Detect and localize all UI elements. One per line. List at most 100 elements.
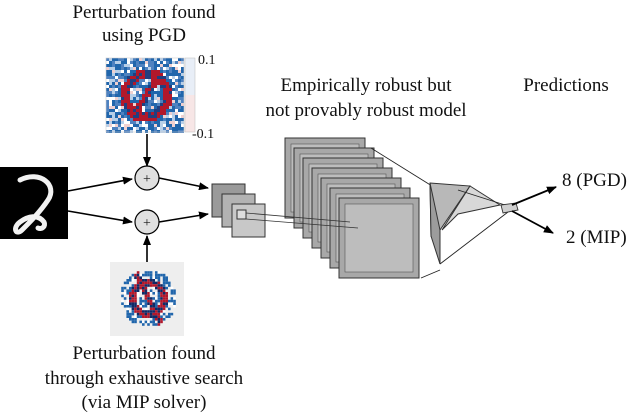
pgd-pixel bbox=[160, 103, 163, 106]
pgd-pixel bbox=[127, 64, 130, 67]
pgd-pixel bbox=[163, 82, 166, 85]
pgd-pixel bbox=[175, 82, 178, 85]
pgd-pixel bbox=[172, 67, 175, 70]
pgd-pixel bbox=[151, 79, 154, 82]
pgd-pixel bbox=[115, 124, 118, 127]
pgd-pixel bbox=[142, 103, 145, 106]
mip-pixel bbox=[144, 312, 148, 316]
pgd-pixel bbox=[178, 130, 181, 133]
mip-pixel bbox=[129, 286, 132, 290]
pgd-pixel bbox=[139, 64, 142, 67]
mip-pixel bbox=[134, 305, 137, 308]
pgd-pixel bbox=[172, 112, 175, 115]
pgd-pixel bbox=[172, 61, 175, 64]
top-perturbation-label-line2: using PGD bbox=[102, 25, 186, 46]
mip-pixel bbox=[123, 297, 127, 300]
pgd-pixel bbox=[121, 88, 124, 91]
pgd-pixel bbox=[133, 82, 136, 85]
upper-adder: + bbox=[134, 165, 160, 191]
pgd-pixel bbox=[124, 127, 127, 130]
pgd-pixel bbox=[106, 112, 109, 115]
mip-pixel bbox=[149, 299, 153, 303]
pgd-pixel bbox=[130, 67, 133, 70]
pgd-pixel bbox=[130, 76, 133, 79]
pgd-pixel bbox=[112, 97, 115, 100]
pgd-pixel bbox=[118, 82, 121, 85]
mip-pixel bbox=[129, 279, 132, 282]
pgd-pixel bbox=[145, 124, 148, 127]
mip-pixel bbox=[155, 310, 158, 313]
pgd-pixel bbox=[130, 79, 133, 82]
mip-pixel bbox=[162, 318, 166, 321]
mip-pixel bbox=[162, 292, 166, 295]
pgd-pixel bbox=[124, 58, 127, 61]
mip-pixel bbox=[147, 302, 150, 305]
mip-pixel bbox=[131, 286, 135, 290]
pgd-pixel bbox=[130, 85, 133, 88]
mip-pixel bbox=[136, 273, 140, 277]
pgd-pixel bbox=[178, 103, 181, 106]
pgd-pixel bbox=[154, 115, 157, 118]
pgd-pixel bbox=[181, 67, 184, 70]
pgd-pixel bbox=[169, 58, 172, 61]
pgd-pixel bbox=[154, 97, 157, 100]
pgd-pixel bbox=[130, 103, 133, 106]
pgd-pixel bbox=[166, 76, 169, 79]
pgd-pixel bbox=[163, 97, 166, 100]
mip-pixel bbox=[139, 310, 142, 313]
pgd-pixel bbox=[172, 85, 175, 88]
pgd-pixel bbox=[106, 127, 109, 130]
pgd-pixel bbox=[178, 58, 181, 61]
mip-pixel bbox=[149, 302, 153, 305]
pgd-pixel bbox=[118, 118, 121, 121]
pgd-pixel bbox=[109, 88, 112, 91]
pgd-pixel bbox=[163, 112, 166, 115]
pgd-pixel bbox=[124, 106, 127, 109]
pgd-pixel bbox=[118, 76, 121, 79]
prediction-mip: 2 (MIP) bbox=[566, 227, 627, 248]
pgd-pixel bbox=[115, 70, 118, 73]
pgd-pixel bbox=[127, 79, 130, 82]
pgd-pixel bbox=[106, 88, 109, 91]
mip-perturbation-heatmap bbox=[121, 271, 176, 326]
pgd-pixel bbox=[112, 127, 115, 130]
mip-pixel bbox=[165, 294, 168, 298]
pgd-pixel bbox=[160, 85, 163, 88]
pgd-pixel bbox=[121, 130, 124, 133]
mip-pixel bbox=[157, 271, 161, 274]
pgd-pixel bbox=[175, 85, 178, 88]
mip-pixel bbox=[134, 320, 137, 324]
pgd-pixel bbox=[118, 106, 121, 109]
mip-pixel bbox=[129, 299, 132, 303]
pgd-pixel bbox=[148, 118, 151, 121]
pgd-pixel bbox=[133, 100, 136, 103]
pgd-pixel bbox=[112, 73, 115, 76]
mip-pixel bbox=[162, 302, 166, 305]
pgd-pixel bbox=[175, 61, 178, 64]
pgd-pixel bbox=[148, 67, 151, 70]
pgd-pixel bbox=[151, 88, 154, 91]
funnel-line-upper bbox=[370, 147, 433, 187]
mip-pixel bbox=[160, 310, 163, 313]
pgd-pixel bbox=[139, 103, 142, 106]
pgd-pixel bbox=[106, 70, 109, 73]
mip-pixel bbox=[160, 292, 163, 295]
pgd-pixel bbox=[130, 58, 133, 61]
pgd-pixel bbox=[181, 97, 184, 100]
pgd-pixel bbox=[109, 70, 112, 73]
pgd-pixel bbox=[130, 97, 133, 100]
pgd-pixel bbox=[172, 73, 175, 76]
pgd-pixel bbox=[142, 79, 145, 82]
mip-pixel bbox=[142, 315, 145, 318]
pgd-pixel bbox=[166, 70, 169, 73]
pgd-pixel bbox=[172, 97, 175, 100]
pgd-pixel bbox=[121, 82, 124, 85]
pgd-pixel bbox=[130, 61, 133, 64]
mip-pixel bbox=[134, 318, 137, 321]
pgd-pixel bbox=[133, 109, 136, 112]
mip-pixel bbox=[149, 271, 153, 274]
mip-pixel bbox=[149, 297, 153, 300]
pgd-pixel bbox=[157, 88, 160, 91]
mip-pixel bbox=[155, 323, 158, 326]
pgd-pixel bbox=[121, 91, 124, 94]
